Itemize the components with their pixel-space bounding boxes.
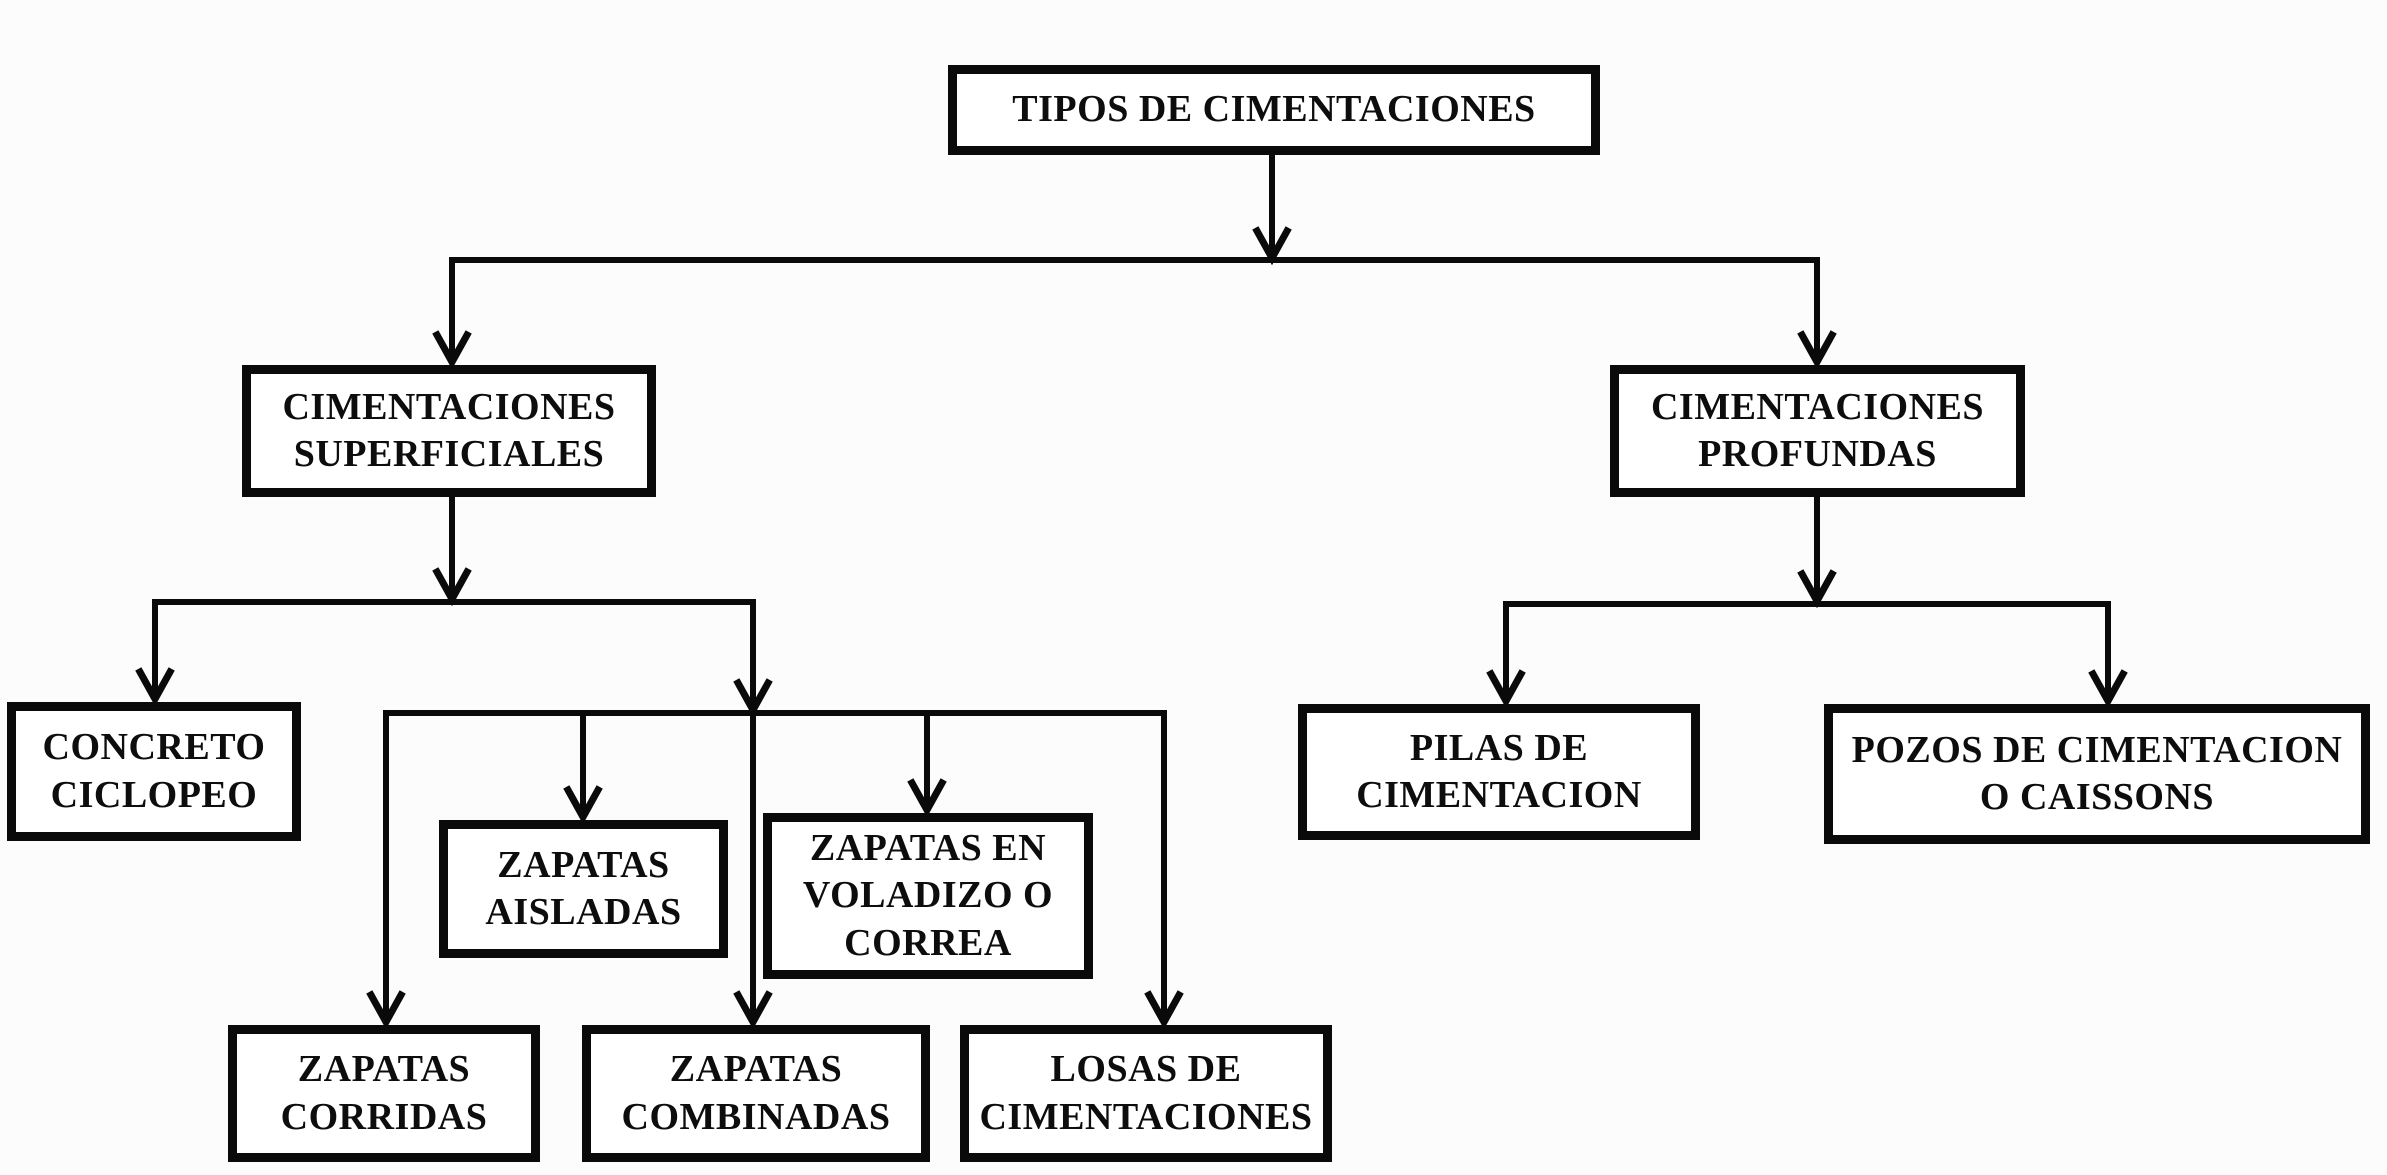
- connector-line: [1486, 669, 1526, 709]
- connector-line: [432, 567, 472, 607]
- node-cimentaciones-superficiales: CIMENTACIONES SUPERFICIALES: [242, 365, 656, 497]
- connector-line: [1797, 330, 1837, 370]
- connector-line: [135, 667, 175, 707]
- connector-line: [432, 330, 472, 370]
- node-pozos-de-cimentacion-o-caissons: POZOS DE CIMENTACION O CAISSONS: [1824, 704, 2370, 844]
- node-concreto-ciclopeo: CONCRETO CICLOPEO: [7, 702, 301, 841]
- connector-line: [1797, 569, 1837, 609]
- node-zapatas-aisladas: ZAPATAS AISLADAS: [439, 820, 728, 958]
- node-losas-de-cimentaciones: LOSAS DE CIMENTACIONES: [960, 1025, 1332, 1162]
- node-cimentaciones-profundas: CIMENTACIONES PROFUNDAS: [1610, 365, 2025, 497]
- node-pilas-de-cimentacion: PILAS DE CIMENTACION: [1298, 704, 1700, 840]
- node-zapatas-corridas: ZAPATAS CORRIDAS: [228, 1025, 540, 1162]
- connector-line: [563, 785, 603, 825]
- node-zapatas-combinadas: ZAPATAS COMBINADAS: [582, 1025, 930, 1162]
- connector-line: [733, 990, 773, 1030]
- connector-line: [1252, 226, 1292, 266]
- connector-line: [2088, 669, 2128, 709]
- connector-line: [907, 778, 947, 818]
- connector-line: [366, 990, 406, 1030]
- node-tipos-de-cimentaciones: TIPOS DE CIMENTACIONES: [948, 65, 1600, 155]
- connector-line: [1144, 990, 1184, 1030]
- node-zapatas-en-voladizo-o-correa: ZAPATAS EN VOLADIZO O CORREA: [763, 813, 1093, 979]
